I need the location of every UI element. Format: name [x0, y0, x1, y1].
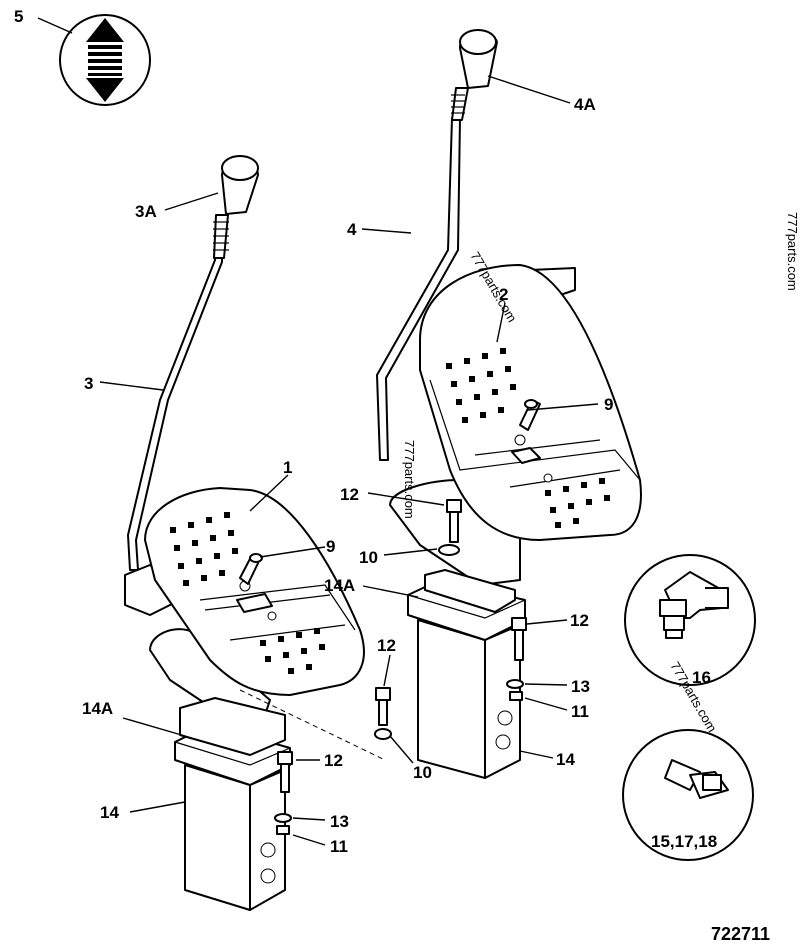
callout-3a: 3A: [135, 202, 157, 221]
callout-3: 3: [84, 374, 93, 393]
callout-labels: 5 4A 3A 4 2 3 9 1 12 9 10 14A 12 12 13 1…: [14, 7, 717, 856]
callout-11-right: 11: [571, 702, 589, 721]
callout-12-a: 12: [340, 485, 359, 504]
valve-block-14-left-icon: [174, 697, 291, 911]
callout-14a-left: 14A: [82, 699, 113, 718]
callout-14-right: 14: [556, 750, 575, 769]
callout-11-left: 11: [330, 837, 348, 856]
pedal-2-icon: [389, 264, 642, 586]
callout-5: 5: [14, 7, 23, 26]
leader-lines: [37, 17, 599, 846]
callout-13-right: 13: [571, 677, 590, 696]
pedal-1-icon: [124, 487, 365, 731]
callout-9-right: 9: [604, 395, 613, 414]
callout-2: 2: [499, 285, 508, 304]
callout-15-17-18: 15,17,18: [651, 832, 717, 851]
drawing-number: 722711: [711, 924, 770, 944]
callout-10-b: 10: [413, 763, 432, 782]
detail-16-icon: [624, 554, 756, 686]
lever-3-icon: [127, 155, 259, 571]
callout-14a-right: 14A: [324, 576, 355, 595]
callout-10-a: 10: [359, 548, 378, 567]
direction-symbol-icon: [59, 14, 151, 106]
lever-4-icon: [376, 29, 498, 461]
callout-1: 1: [283, 458, 292, 477]
callout-16: 16: [692, 668, 711, 687]
callout-12-mid: 12: [377, 636, 396, 655]
callout-13-left: 13: [330, 812, 349, 831]
callout-4: 4: [347, 220, 357, 239]
callout-9-left: 9: [326, 537, 335, 556]
callout-4a: 4A: [574, 95, 596, 114]
detail-15-17-18-icon: [622, 729, 754, 861]
watermark: 777parts.com: [785, 212, 800, 291]
callout-12-right: 12: [570, 611, 589, 630]
callout-12-left: 12: [324, 751, 343, 770]
watermark: 777parts.com: [402, 440, 417, 519]
valve-block-14-right-icon: [407, 569, 526, 779]
callout-14-left: 14: [100, 803, 119, 822]
bolt-12-icon: [274, 499, 527, 835]
